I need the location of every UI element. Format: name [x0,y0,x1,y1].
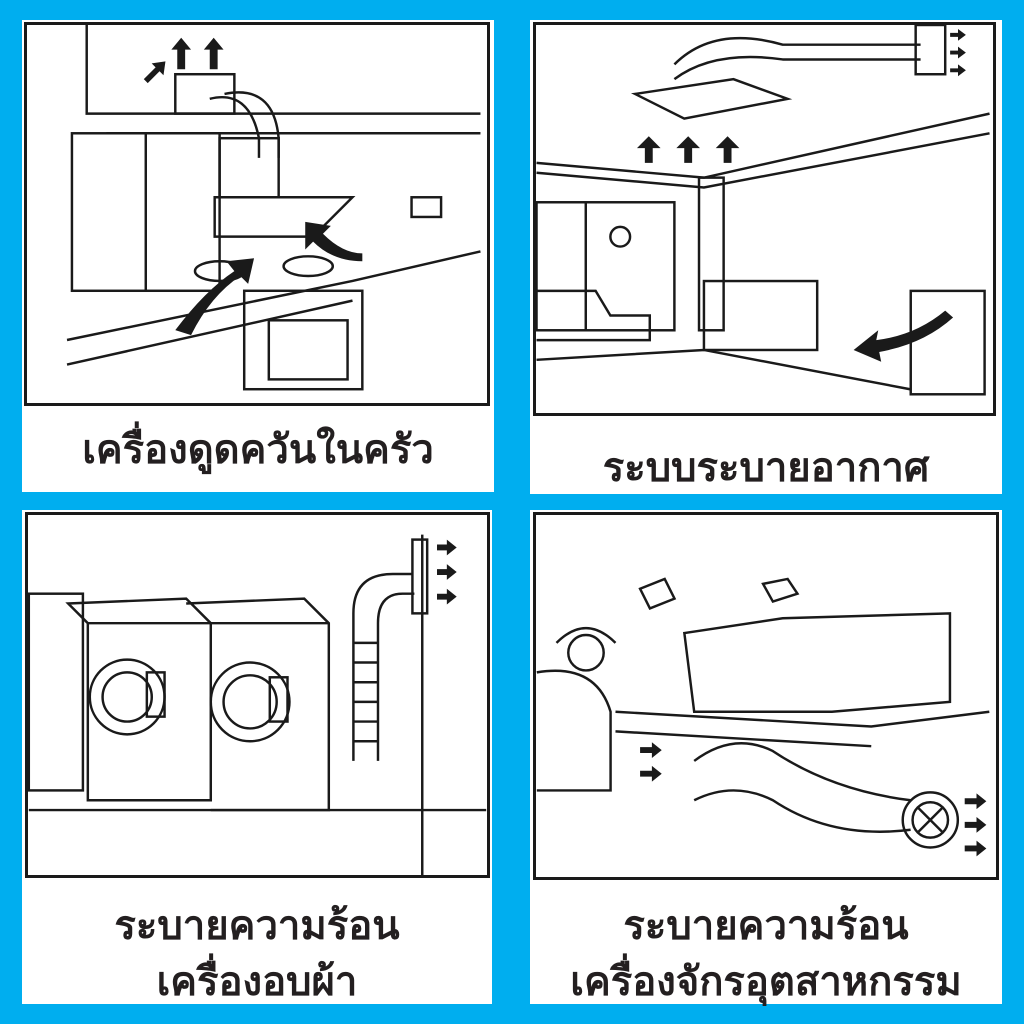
panel-kitchen-hood: เครื่องดูดควันในครัว [22,20,494,492]
caption: ระบายความร้อน เครื่องอบผ้า [22,898,492,1010]
caption: ระบายความร้อน เครื่องจักรอุตสาหกรรม [530,898,1002,1010]
caption: ระบบระบายอากาศ [530,440,1002,496]
panel-industrial-machine: ระบายความร้อน เครื่องจักรอุตสาหกรรม [530,510,1002,1005]
caption: เครื่องดูดควันในครัว [22,422,494,478]
caption-line: ระบบระบายอากาศ [602,445,930,491]
caption-line: เครื่องดูดควันในครัว [82,427,434,473]
laundry-dryers-illustration [25,512,490,878]
caption-line: ระบายความร้อน [114,903,400,949]
room-ventilation-illustration [533,22,996,416]
panel-laundry-dryers: ระบายความร้อน เครื่องอบผ้า [22,510,492,1005]
caption-line: เครื่องอบผ้า [156,959,358,1005]
kitchen-hood-illustration [24,22,490,406]
industrial-machine-illustration [533,512,999,880]
caption-line: เครื่องจักรอุตสาหกรรม [570,959,962,1005]
panel-room-ventilation: ระบบระบายอากาศ [530,20,1002,494]
caption-line: ระบายความร้อน [623,903,909,949]
